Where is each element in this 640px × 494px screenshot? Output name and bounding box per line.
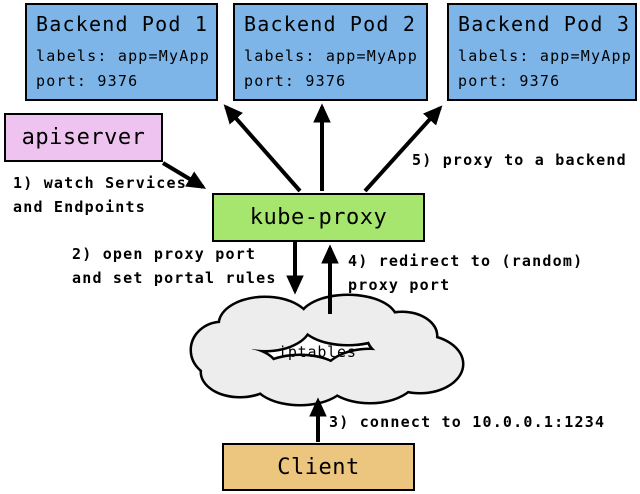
pod-labels-line: labels: app=MyApp (458, 47, 632, 65)
kube-proxy-box: kube-proxy (212, 193, 425, 242)
annotation-step2-open-proxy-port: 2) open proxy port and set portal rules (72, 245, 277, 287)
client-box: Client (222, 443, 415, 491)
arrows (161, 103, 443, 442)
apiserver-box: apiserver (4, 113, 163, 162)
annotation-step1-watch-services: 1) watch Services and Endpoints (13, 174, 187, 216)
iptables-label: iptables (278, 343, 357, 361)
backend-pod-2-box: Backend Pod 2 labels: app=MyApp port: 93… (233, 3, 428, 101)
iptables-cloud (189, 293, 465, 407)
annotation-step3-connect: 3) connect to 10.0.0.1:1234 (329, 413, 606, 431)
arrow-proxy-to-backend-1 (223, 104, 302, 193)
arrow-watch-services (161, 161, 207, 189)
annotation-step5-proxy-to-backend: 5) proxy to a backend (412, 151, 627, 169)
backend-pod-3-box: Backend Pod 3 labels: app=MyApp port: 93… (447, 3, 637, 101)
pod-title: Backend Pod 2 (244, 12, 417, 36)
pod-labels-line: labels: app=MyApp (244, 47, 418, 65)
client-label: Client (277, 454, 360, 480)
pod-labels-line: labels: app=MyApp (36, 47, 210, 65)
pod-port-line: port: 9376 (36, 72, 139, 90)
apiserver-label: apiserver (21, 125, 146, 150)
pod-port-line: port: 9376 (244, 72, 347, 90)
pod-title: Backend Pod 3 (458, 12, 631, 36)
kube-proxy-label: kube-proxy (249, 205, 388, 230)
pod-title: Backend Pod 1 (36, 12, 209, 36)
backend-pod-1-box: Backend Pod 1 labels: app=MyApp port: 93… (25, 3, 218, 101)
annotation-step4-redirect: 4) redirect to (random) proxy port (348, 252, 584, 294)
pod-port-line: port: 9376 (458, 72, 561, 90)
arrow-proxy-to-backend-3 (363, 105, 443, 193)
